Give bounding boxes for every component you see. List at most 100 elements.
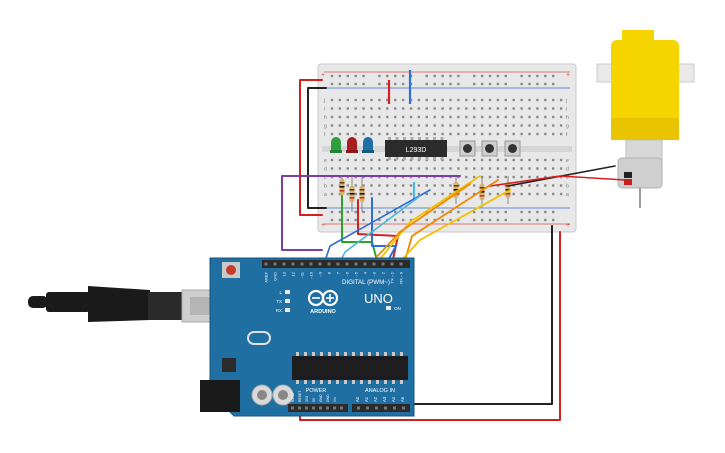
- digital-pin-label: ~10: [309, 271, 314, 279]
- wire-yellow-1[interactable]: [375, 175, 481, 265]
- board-led-label: TX: [276, 299, 282, 304]
- board-status-leds: L TX RX: [276, 290, 290, 313]
- row-letter: i: [324, 107, 325, 113]
- row-letter: f: [324, 132, 326, 138]
- row-letter: d: [566, 167, 569, 173]
- digital-pin-label: 8: [327, 271, 332, 274]
- board-led-label: L: [279, 290, 282, 295]
- digital-pin-label: 12: [291, 271, 296, 276]
- digital-pin: [345, 262, 349, 266]
- digital-pin-label: 7: [336, 271, 341, 274]
- crystal: [247, 331, 271, 345]
- digital-pin-label: ~6: [345, 271, 350, 276]
- digital-pin-label: ~11: [300, 271, 305, 278]
- bottom-header-pins[interactable]: [291, 406, 405, 410]
- usb-cable[interactable]: [28, 286, 229, 323]
- wires: [281, 79, 626, 421]
- wire-gnd-arduino[interactable]: [351, 225, 553, 405]
- analog-pin-label: A1: [364, 396, 369, 402]
- row-letter: f: [566, 132, 568, 138]
- push-button-3[interactable]: [504, 140, 521, 157]
- digital-pin: [264, 262, 268, 266]
- digital-pin: [354, 262, 358, 266]
- digital-pin: [336, 262, 340, 266]
- digital-pin-label: ~3: [372, 271, 377, 276]
- svg-text:+: +: [566, 72, 570, 79]
- row-letter: e: [324, 158, 327, 164]
- power-pin-label: Vin: [333, 397, 337, 402]
- digital-pin-label: 13: [282, 271, 287, 276]
- atmega-chip: [292, 356, 408, 380]
- power-pin-label: 5V: [312, 397, 316, 402]
- wire-purple[interactable]: [281, 175, 461, 251]
- wire-green-led[interactable]: [341, 195, 379, 265]
- row-letter: j: [323, 98, 325, 104]
- power-pin-label: RESET: [298, 391, 302, 402]
- reset-button[interactable]: [226, 265, 236, 275]
- digital-pin-label: AREF: [264, 271, 269, 282]
- row-letter: b: [324, 184, 327, 190]
- led-blue[interactable]: [362, 137, 374, 153]
- svg-text:+: +: [566, 222, 570, 229]
- digital-pin: [390, 262, 394, 266]
- wire-red-led[interactable]: [357, 199, 399, 265]
- wire-yellow-2[interactable]: [397, 189, 511, 265]
- row-letter: b: [566, 184, 569, 190]
- analog-pin-label: A2: [373, 396, 378, 402]
- row-letter: h: [566, 115, 569, 121]
- push-button-1[interactable]: [459, 140, 476, 157]
- analog-pin-label: A5: [400, 396, 405, 402]
- power-pin-label: IOREF: [291, 392, 295, 402]
- resistor[interactable]: [479, 176, 485, 208]
- dc-gear-motor[interactable]: [596, 30, 695, 208]
- push-button-2[interactable]: [481, 140, 498, 157]
- wire-red-left[interactable]: [299, 79, 323, 216]
- digital-pin: [399, 262, 403, 266]
- resistor[interactable]: [359, 176, 365, 212]
- analog-pin-label: A3: [382, 396, 387, 402]
- digital-pin: [372, 262, 376, 266]
- analog-pin-label: A0: [355, 396, 360, 402]
- row-letter: h: [324, 115, 327, 121]
- resistor[interactable]: [339, 176, 345, 198]
- led-green[interactable]: [330, 137, 342, 153]
- digital-pin: [300, 262, 304, 266]
- row-letter: a: [566, 192, 569, 198]
- resistor[interactable]: [349, 176, 355, 212]
- digital-header-label: DIGITAL (PWM~): [342, 279, 390, 286]
- board-led-label: RX: [276, 308, 282, 313]
- digital-pin-label: GND: [273, 272, 278, 281]
- l293d-chip[interactable]: L293D: [385, 137, 447, 160]
- digital-header-pins[interactable]: [264, 262, 403, 266]
- digital-pin-label: TX→1: [390, 271, 395, 283]
- row-letter: e: [566, 158, 569, 164]
- row-letter: a: [324, 192, 327, 198]
- chip-label: L293D: [406, 147, 427, 154]
- power-pin-label: 3V3: [305, 396, 309, 402]
- row-letter: c: [566, 175, 569, 181]
- digital-pin: [309, 262, 313, 266]
- power-label: POWER: [306, 388, 327, 394]
- digital-pin: [363, 262, 367, 266]
- led-red[interactable]: [346, 137, 358, 153]
- power-pin-label: GND: [326, 394, 330, 402]
- digital-pin: [327, 262, 331, 266]
- digital-pin: [291, 262, 295, 266]
- wire-black-left[interactable]: [307, 87, 327, 209]
- row-letter: d: [324, 167, 327, 173]
- wire-orange-1[interactable]: [369, 183, 471, 265]
- power-jack[interactable]: [200, 380, 240, 412]
- row-letter: j: [565, 98, 567, 104]
- digital-pin-label: RX←0: [399, 271, 404, 284]
- digital-pin-label: ~9: [318, 271, 323, 276]
- digital-pin: [282, 262, 286, 266]
- digital-pin: [381, 262, 385, 266]
- wire-motor-red[interactable]: [489, 175, 626, 187]
- arduino-logo-text: ARDUINO: [310, 309, 336, 315]
